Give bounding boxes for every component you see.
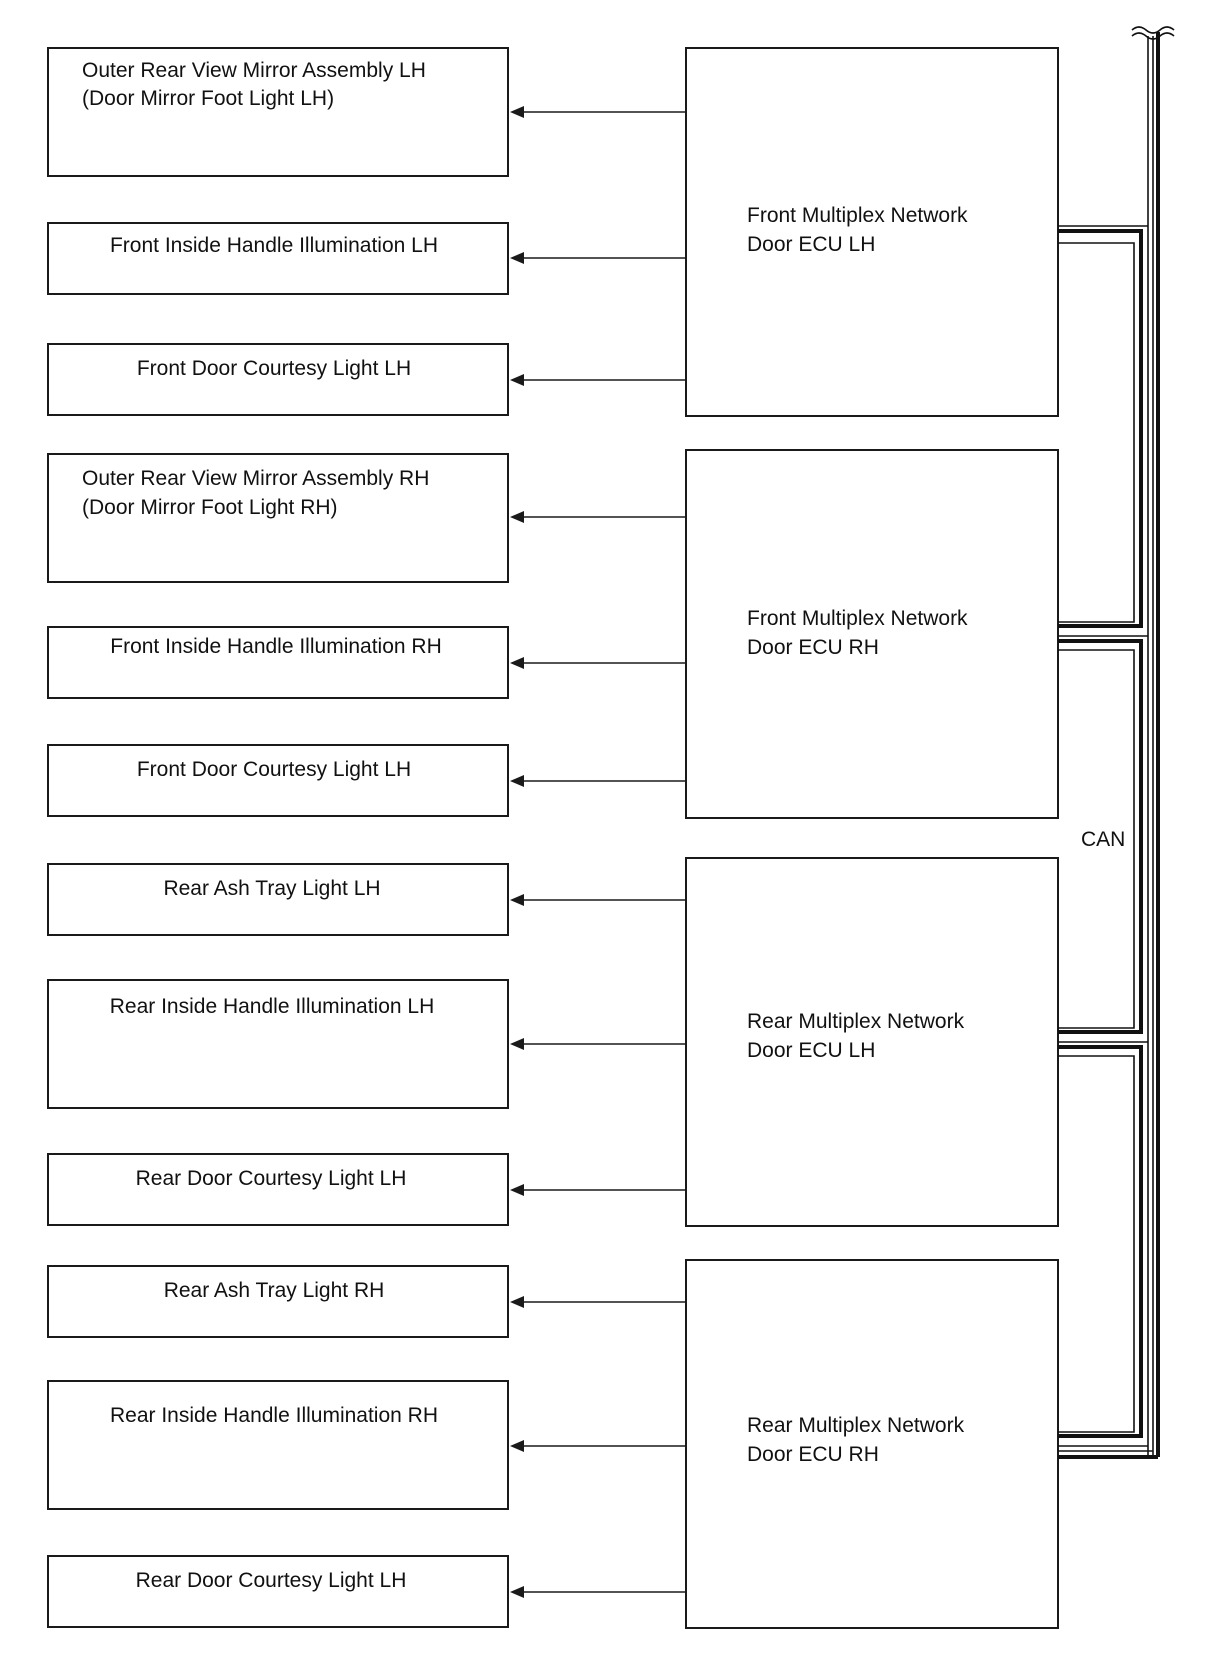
connector-8 (510, 1038, 686, 1050)
ecu-box-rear-lh: Rear Multiplex Network Door ECU LH (685, 857, 1059, 1227)
connector-11 (510, 1440, 686, 1452)
load-label-4-line1: Outer Rear View Mirror Assembly RH (82, 467, 429, 490)
connector-4 (510, 511, 686, 523)
load-box-7: Rear Ash Tray Light LH (47, 863, 509, 936)
ecu-label-1-line2: Door ECU LH (747, 233, 875, 256)
load-label-2: Front Inside Handle Illumination LH (110, 234, 438, 257)
connector-6 (510, 775, 686, 787)
load-label-8: Rear Inside Handle Illumination LH (110, 995, 435, 1018)
connector-12 (510, 1586, 686, 1598)
ecu-label-4-line2: Door ECU RH (747, 1443, 879, 1466)
load-label-4-line2: (Door Mirror Foot Light RH) (82, 496, 338, 519)
ecu-label-4-line1: Rear Multiplex Network (747, 1414, 965, 1437)
connector-9 (510, 1184, 686, 1196)
connector-10 (510, 1296, 686, 1308)
load-box-10: Rear Ash Tray Light RH (47, 1265, 509, 1338)
ecu-label-1-line1: Front Multiplex Network (747, 204, 968, 227)
load-label-1-line1: Outer Rear View Mirror Assembly LH (82, 59, 426, 82)
load-label-7: Rear Ash Tray Light LH (163, 877, 380, 900)
bus-break-symbol (1131, 26, 1175, 40)
load-label-12: Rear Door Courtesy Light LH (136, 1569, 407, 1592)
load-box-6: Front Door Courtesy Light LH (47, 744, 509, 817)
load-box-12: Rear Door Courtesy Light LH (47, 1555, 509, 1628)
can-bus (1058, 32, 1160, 1459)
connector-3 (510, 374, 686, 386)
ecu-box-front-rh: Front Multiplex Network Door ECU RH (685, 449, 1059, 819)
load-box-1: Outer Rear View Mirror Assembly LH (Door… (47, 47, 509, 177)
connector-2 (510, 252, 686, 264)
ecu-box-rear-rh: Rear Multiplex Network Door ECU RH (685, 1259, 1059, 1629)
load-box-4: Outer Rear View Mirror Assembly RH (Door… (47, 453, 509, 583)
ecu-label-2-line2: Door ECU RH (747, 636, 879, 659)
load-label-10: Rear Ash Tray Light RH (164, 1279, 385, 1302)
load-label-1-line2: (Door Mirror Foot Light LH) (82, 87, 334, 110)
connector-7 (510, 894, 686, 906)
ecu-label-2-line1: Front Multiplex Network (747, 607, 968, 630)
load-box-5: Front Inside Handle Illumination RH (47, 626, 509, 699)
ecu-label-3-line2: Door ECU LH (747, 1039, 875, 1062)
load-label-5: Front Inside Handle Illumination RH (110, 635, 442, 658)
can-bus-label: CAN (1081, 828, 1125, 851)
ecu-label-3-line1: Rear Multiplex Network (747, 1010, 965, 1033)
load-box-9: Rear Door Courtesy Light LH (47, 1153, 509, 1226)
load-label-3: Front Door Courtesy Light LH (137, 357, 411, 380)
ecu-box-front-lh: Front Multiplex Network Door ECU LH (685, 47, 1059, 417)
load-label-9: Rear Door Courtesy Light LH (136, 1167, 407, 1190)
load-box-2: Front Inside Handle Illumination LH (47, 222, 509, 295)
connector-1 (510, 106, 686, 118)
load-box-8: Rear Inside Handle Illumination LH (47, 979, 509, 1109)
load-box-11: Rear Inside Handle Illumination RH (47, 1380, 509, 1510)
connector-5 (510, 657, 686, 669)
load-box-3: Front Door Courtesy Light LH (47, 343, 509, 416)
load-label-11: Rear Inside Handle Illumination RH (110, 1404, 438, 1427)
load-label-6: Front Door Courtesy Light LH (137, 758, 411, 781)
